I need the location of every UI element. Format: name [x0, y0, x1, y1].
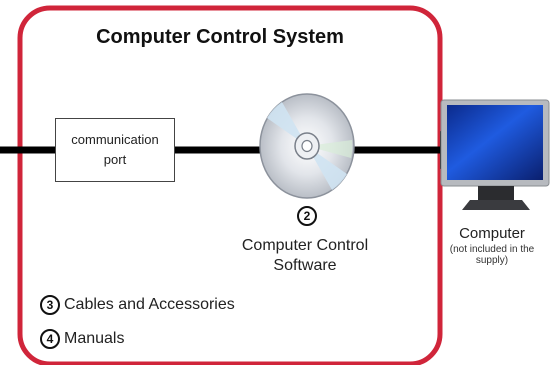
item-label: Cables and Accessories [64, 296, 235, 313]
software-number-badge: 2 [297, 206, 317, 226]
communication-port-label: communication port [71, 132, 159, 167]
item-label: Manuals [64, 330, 125, 347]
system-frame [17, 5, 443, 365]
diagram-title: Computer Control System [96, 26, 344, 48]
computer-label: Computer [459, 225, 525, 242]
communication-port-box: communication port [55, 118, 175, 182]
cd-disc-icon [259, 93, 355, 199]
software-label: Computer Control Software [241, 237, 369, 274]
item-number-badge: 3 [40, 295, 60, 315]
item-number-badge: 4 [40, 329, 60, 349]
computer-note: (not included in the supply) [449, 244, 535, 266]
monitor-icon [440, 99, 550, 210]
